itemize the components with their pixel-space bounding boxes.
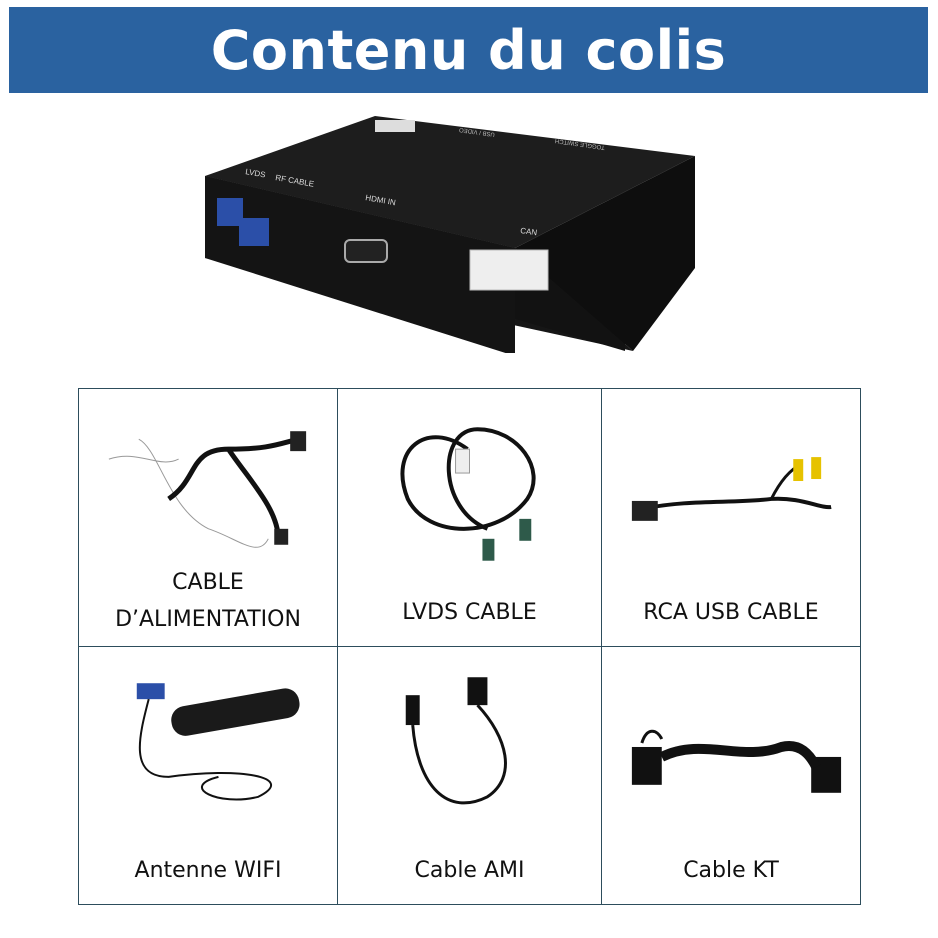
package-contents-grid: CABLE D’ALIMENTATION LVDS CABLE RCA USB …	[78, 388, 861, 905]
item-label: Cable AMI	[414, 857, 525, 883]
item-label: RCA USB CABLE	[643, 599, 819, 625]
lvds-connector-icon	[217, 198, 243, 226]
item-power-cable: CABLE D’ALIMENTATION	[79, 389, 338, 647]
item-lvds-cable: LVDS CABLE	[338, 389, 602, 647]
rf-connector-icon	[239, 218, 269, 246]
ami-cable-image	[405, 677, 507, 805]
item-label: CABLE D’ALIMENTATION	[115, 570, 301, 632]
title-banner: Contenu du colis	[9, 7, 928, 93]
item-kt-cable: Cable KT	[602, 647, 860, 904]
hdmi-port-icon	[344, 239, 388, 263]
multimedia-interface-box-image: LVDS RF CABLE HDMI IN CAN USB / VIDEO TO…	[205, 116, 695, 353]
rca-usb-cable-image	[631, 457, 832, 521]
wifi-antenna-image	[136, 683, 300, 801]
item-label: LVDS CABLE	[402, 599, 537, 625]
kt-cable-image	[631, 729, 842, 793]
item-label: Cable KT	[683, 857, 779, 883]
item-wifi-antenna: Antenne WIFI	[79, 647, 338, 904]
lvds-cable-image	[400, 427, 536, 561]
lvds-port-label: LVDS	[245, 167, 267, 179]
can-port-label: CAN	[520, 226, 538, 237]
can-connector-icon	[469, 249, 549, 291]
item-rca-usb-cable: RCA USB CABLE	[602, 389, 860, 647]
page-title: Contenu du colis	[210, 18, 727, 82]
usb-video-label: USB / VIDEO	[458, 126, 495, 137]
power-cable-image	[108, 431, 307, 548]
item-label: Antenne WIFI	[134, 857, 282, 883]
item-ami-cable: Cable AMI	[338, 647, 602, 904]
